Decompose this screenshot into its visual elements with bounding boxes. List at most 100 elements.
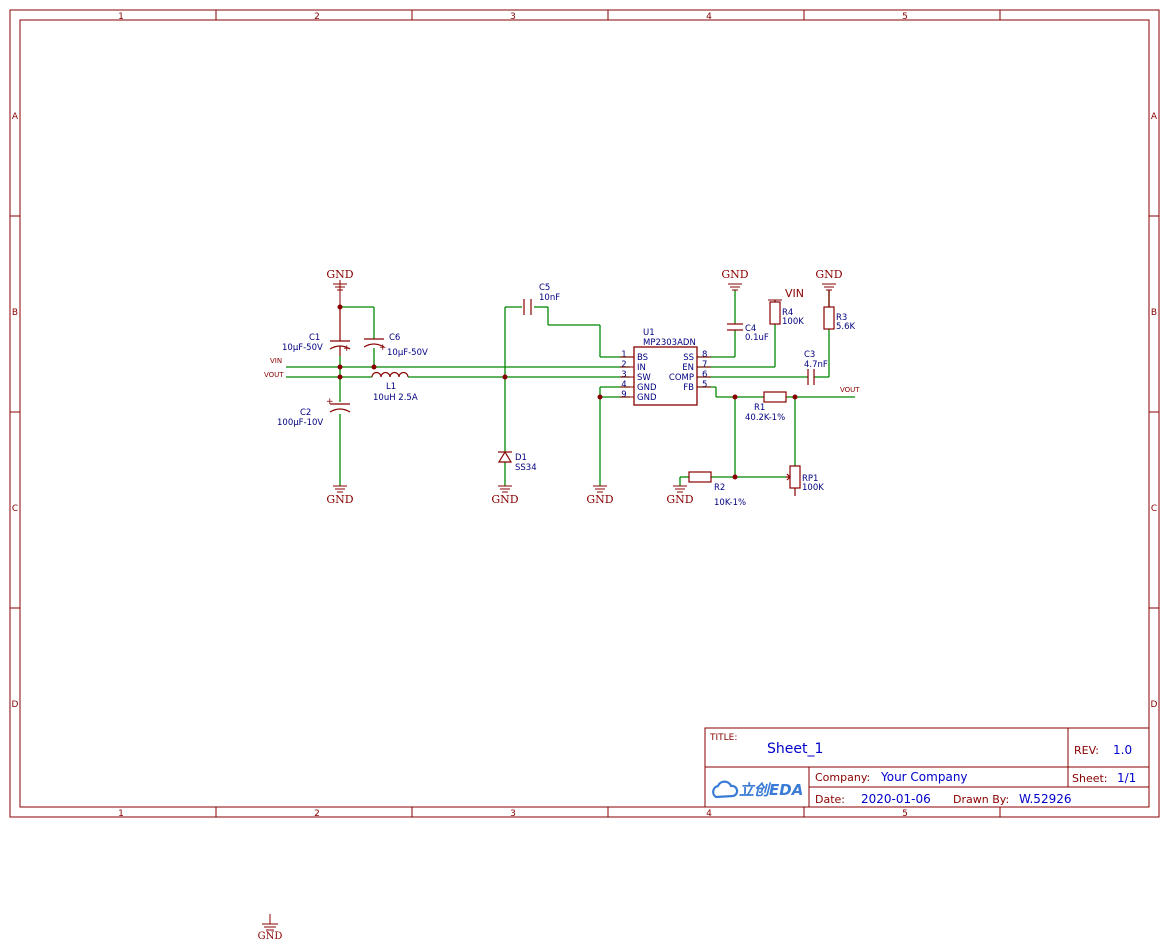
net-labels: VIN VOUT VIN VOUT bbox=[264, 287, 860, 394]
c5-ref: C5 bbox=[539, 283, 550, 293]
col-label-5-bottom: 5 bbox=[902, 809, 908, 819]
r3-value: 5.6K bbox=[836, 322, 856, 332]
rev-value: 1.0 bbox=[1113, 743, 1132, 757]
title-block bbox=[704, 727, 1150, 808]
u1-pin-name-sw: SW bbox=[637, 373, 651, 383]
row-label-b-right: B bbox=[1151, 308, 1157, 318]
u1-pins: 1 2 3 4 9 BS IN SW GND GND 8 7 6 5 SS EN… bbox=[621, 350, 707, 403]
frame-labels: 1 2 3 4 5 1 2 3 4 5 A B C D A B C D bbox=[12, 12, 1158, 819]
lceda-logo: 立创EDA bbox=[712, 780, 803, 799]
u1-pin-num-5: 5 bbox=[702, 380, 707, 390]
junctions bbox=[337, 304, 798, 480]
r4-value: 100K bbox=[782, 317, 804, 327]
ground-labels: GND GND GND GND GND GND GND GND bbox=[258, 268, 843, 942]
l1-ref: L1 bbox=[386, 382, 396, 392]
svg-text:+: + bbox=[343, 344, 351, 354]
company-label: Company: bbox=[815, 771, 870, 784]
gnd-label-stray: GND bbox=[258, 931, 283, 942]
col-label-3-bottom: 3 bbox=[510, 809, 516, 819]
r4-ref: R4 bbox=[782, 308, 793, 318]
net-label-vin-top: VIN bbox=[785, 287, 804, 300]
u1-pin-name-in: IN bbox=[637, 363, 646, 373]
r2-ref: R2 bbox=[714, 483, 725, 493]
date-label: Date: bbox=[815, 793, 845, 806]
row-label-a-right: A bbox=[1151, 112, 1158, 122]
ground-symbols bbox=[262, 280, 836, 931]
col-label-2: 2 bbox=[314, 12, 320, 22]
c1-ref: C1 bbox=[309, 333, 320, 343]
sheet-value: 1/1 bbox=[1117, 771, 1136, 785]
row-label-a: A bbox=[12, 112, 19, 122]
col-label-4-bottom: 4 bbox=[706, 809, 712, 819]
polarity-marks: + + + bbox=[326, 343, 387, 407]
title-label: TITLE: bbox=[709, 733, 737, 743]
u1-pin-stubs bbox=[620, 356, 711, 398]
drawn-by-value: W.52926 bbox=[1019, 792, 1071, 806]
u1-pin-num-7: 7 bbox=[702, 360, 707, 370]
u1-pin-num-9: 9 bbox=[621, 390, 626, 400]
c6-ref: C6 bbox=[389, 333, 400, 343]
logo-text: 立创EDA bbox=[739, 781, 803, 799]
c2-value: 100µF-10V bbox=[277, 418, 323, 428]
rev-label: REV: bbox=[1074, 744, 1099, 757]
col-label-5: 5 bbox=[902, 12, 908, 22]
col-label-1: 1 bbox=[118, 12, 124, 22]
svg-text:+: + bbox=[326, 397, 334, 407]
col-label-1-bottom: 1 bbox=[118, 809, 124, 819]
svg-text:+: + bbox=[379, 343, 387, 353]
row-label-b: B bbox=[12, 308, 18, 318]
component-labels: C1 10µF-50V C6 10µF-50V C2 100µF-10V L1 … bbox=[277, 283, 856, 508]
d1-value: SS34 bbox=[515, 463, 537, 473]
col-label-2-bottom: 2 bbox=[314, 809, 320, 819]
row-label-c: C bbox=[12, 504, 18, 514]
rp1-ref: RP1 bbox=[802, 474, 818, 484]
u1-pin-num-6: 6 bbox=[702, 370, 707, 380]
sheet-title: Sheet_1 bbox=[767, 741, 823, 757]
r1-value: 40.2K-1% bbox=[745, 413, 785, 423]
u1-pin-name-bs: BS bbox=[637, 353, 648, 363]
gnd-label-r3: GND bbox=[815, 268, 842, 281]
u1-pin-num-3: 3 bbox=[621, 370, 626, 380]
title-block-text: TITLE: Sheet_1 REV: 1.0 Company: Your Co… bbox=[709, 733, 1136, 806]
r3-ref: R3 bbox=[836, 313, 847, 323]
net-label-vin-left: VIN bbox=[270, 357, 282, 365]
c1-value: 10µF-50V bbox=[282, 343, 323, 353]
d1-ref: D1 bbox=[515, 453, 527, 463]
c4-ref: C4 bbox=[745, 324, 756, 334]
u1-pin-name-ss: SS bbox=[683, 353, 694, 363]
c2-ref: C2 bbox=[300, 408, 311, 418]
l1-value: 10uH 2.5A bbox=[373, 393, 418, 403]
u1-pin-name-fb: FB bbox=[683, 383, 694, 393]
u1-pin-num-1: 1 bbox=[621, 350, 626, 360]
c3-value: 4.7nF bbox=[804, 360, 828, 370]
u1-ref: U1 bbox=[643, 328, 655, 338]
c6-value: 10µF-50V bbox=[387, 348, 428, 358]
col-label-4: 4 bbox=[706, 12, 712, 22]
u1-pin-name-gnd4: GND bbox=[637, 383, 657, 393]
gnd-label-c4: GND bbox=[721, 268, 748, 281]
date-value: 2020-01-06 bbox=[861, 792, 931, 806]
r1-ref: R1 bbox=[754, 403, 765, 413]
row-label-d-right: D bbox=[1151, 700, 1158, 710]
net-label-vout-left: VOUT bbox=[264, 371, 284, 379]
gnd-label-c1: GND bbox=[326, 268, 353, 281]
row-label-d: D bbox=[12, 700, 19, 710]
gnd-label-d1: GND bbox=[491, 493, 518, 506]
col-label-3: 3 bbox=[510, 12, 516, 22]
sheet-label: Sheet: bbox=[1072, 772, 1108, 785]
gnd-label-r2: GND bbox=[666, 493, 693, 506]
u1-value: MP2303ADN bbox=[643, 338, 696, 348]
r2-value: 10K-1% bbox=[714, 498, 746, 508]
u1-pin-name-gnd9: GND bbox=[637, 393, 657, 403]
rp1-value: 100K bbox=[802, 483, 824, 493]
cloud-icon bbox=[712, 780, 739, 799]
c5-value: 10nF bbox=[539, 293, 560, 303]
c3-ref: C3 bbox=[804, 350, 815, 360]
u1-pin-name-en: EN bbox=[682, 363, 694, 373]
u1-pin-num-4: 4 bbox=[621, 380, 626, 390]
c4-value: 0.1uF bbox=[745, 333, 769, 343]
u1-pin-num-2: 2 bbox=[621, 360, 626, 370]
drawn-by-label: Drawn By: bbox=[953, 793, 1009, 806]
component-bodies bbox=[329, 290, 835, 496]
